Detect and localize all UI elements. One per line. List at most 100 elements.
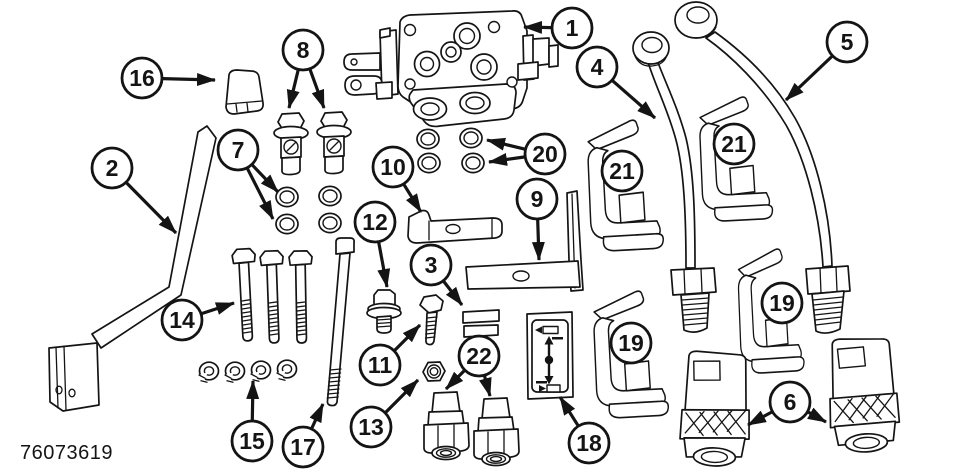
callout-13: 13	[349, 378, 420, 449]
callout-10: 10	[371, 145, 423, 213]
callout-18-arrow	[558, 396, 580, 427]
callout-18: 18	[558, 396, 611, 465]
callout-21-number: 21	[609, 158, 635, 184]
callout-22-arrow	[478, 375, 492, 397]
callout-17-number: 17	[290, 434, 316, 460]
callout-21-circle	[712, 122, 756, 166]
part-female-coupler-left	[678, 349, 753, 468]
callout-4-arrow	[611, 79, 657, 120]
callout-14-number: 14	[169, 307, 195, 333]
callout-17-circle	[281, 425, 325, 469]
part-bolts-14	[230, 247, 315, 345]
callout-20: 20	[486, 132, 567, 176]
callout-5-number: 5	[841, 29, 854, 55]
callout-4-circle	[575, 45, 619, 89]
callout-19-circle	[609, 321, 653, 365]
callout-2-number: 2	[106, 155, 119, 181]
part-tube-4	[632, 31, 717, 333]
part-orings-20	[416, 127, 485, 174]
callout-21-number: 21	[721, 131, 747, 157]
callout-7-number: 7	[232, 137, 245, 163]
callout-15-arrow	[246, 380, 260, 421]
callout-12-number: 12	[362, 209, 388, 235]
figure-part-number: 76073619	[20, 442, 113, 464]
part-tube-5	[674, 1, 851, 334]
callout-3: 3	[409, 243, 464, 306]
callout-7-arrow	[246, 167, 275, 220]
callout-6: 6	[747, 380, 827, 427]
callout-22-circle	[457, 334, 501, 378]
callout-14-arrow	[201, 301, 235, 316]
callout-21: 21	[712, 122, 756, 166]
callout-11: 11	[358, 323, 422, 387]
part-flanged-nut-fitting	[366, 289, 402, 334]
callout-17: 17	[281, 403, 325, 469]
part-male-coupler-left	[423, 391, 470, 461]
callout-4: 4	[575, 45, 657, 120]
callout-16-circle	[120, 56, 164, 100]
callout-1-arrow	[523, 20, 552, 34]
part-link-plate	[407, 209, 503, 244]
callout-1-circle	[550, 6, 594, 50]
callout-11-arrow	[393, 323, 422, 352]
callout-15-circle	[230, 419, 274, 463]
callout-7-arrow	[251, 164, 280, 194]
part-control-lever	[48, 125, 217, 412]
callout-6-circle	[768, 380, 812, 424]
callout-6-number: 6	[784, 389, 797, 415]
callout-21-circle	[600, 149, 644, 193]
callout-16: 16	[120, 56, 216, 100]
part-male-coupler-right	[473, 397, 520, 467]
callout-5: 5	[784, 20, 869, 102]
callout-22: 22	[444, 334, 501, 397]
callout-19: 19	[609, 321, 653, 365]
callout-5-arrow	[784, 55, 833, 102]
callout-20-arrow	[488, 153, 525, 166]
callout-9: 9	[515, 177, 559, 261]
callout-11-circle	[358, 343, 402, 387]
callout-2-arrow	[125, 181, 178, 235]
callout-16-arrow	[162, 73, 216, 87]
callout-6-arrow	[807, 407, 827, 424]
callout-2-circle	[90, 146, 134, 190]
part-orings-7	[275, 185, 342, 235]
callout-13-arrow	[384, 378, 420, 414]
callout-13-number: 13	[358, 414, 384, 440]
part-long-bolt	[326, 237, 356, 407]
callout-8-circle	[281, 28, 325, 72]
callout-8-arrow	[308, 69, 326, 109]
callout-5-circle	[825, 20, 869, 64]
callout-18-number: 18	[576, 430, 602, 456]
callout-3-number: 3	[425, 252, 438, 278]
callout-1-number: 1	[566, 15, 579, 41]
callout-10-number: 10	[380, 154, 406, 180]
callout-20-circle	[523, 132, 567, 176]
callout-14: 14	[160, 298, 235, 342]
callout-12-arrow	[377, 242, 391, 288]
part-control-valve	[343, 10, 559, 128]
callout-11-number: 11	[368, 352, 393, 378]
callout-8-number: 8	[297, 37, 310, 63]
callout-19-number: 19	[769, 290, 795, 316]
callout-19-number: 19	[618, 330, 644, 356]
callout-15: 15	[230, 380, 274, 463]
callout-16-number: 16	[129, 65, 155, 91]
callout-19-circle	[760, 281, 804, 325]
callout-17-arrow	[309, 403, 325, 429]
part-decal	[526, 311, 574, 400]
callout-18-circle	[567, 421, 611, 465]
callout-6-arrow	[747, 410, 773, 427]
callout-12: 12	[353, 200, 397, 288]
part-shims	[462, 309, 500, 338]
part-bracket	[465, 190, 584, 292]
callout-9-arrow	[531, 219, 545, 261]
callout-22-number: 22	[466, 343, 492, 369]
part-nut	[422, 361, 446, 382]
callout-14-circle	[160, 298, 204, 342]
callout-12-circle	[353, 200, 397, 244]
callout-3-arrow	[442, 280, 464, 306]
callout-7-circle	[216, 128, 260, 172]
callout-7: 7	[216, 128, 280, 220]
